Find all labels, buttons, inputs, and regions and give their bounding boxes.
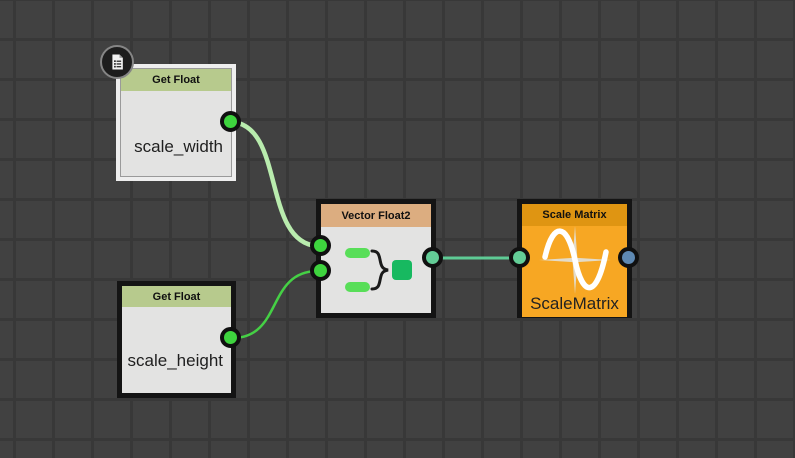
node-title: Get Float <box>152 74 200 86</box>
output-port-label: scale_width <box>134 137 223 156</box>
node-title: Vector Float2 <box>341 209 411 222</box>
node-body <box>321 227 431 313</box>
node-frame: Vector Float2 <box>321 204 431 313</box>
node-frame: Scale Matrix ScaleMatrix <box>522 204 627 317</box>
output-port-label: scale_height <box>127 351 223 370</box>
vector-float2-output-port[interactable] <box>422 247 443 268</box>
node-title: Get Float <box>152 290 201 303</box>
scale-matrix-input-port[interactable] <box>509 247 530 268</box>
node-title-bar[interactable]: Scale Matrix <box>522 204 627 226</box>
node-get-float-height[interactable]: Get Float scale_height <box>117 281 236 398</box>
node-get-float-width[interactable]: Get Float scale_width <box>116 64 236 181</box>
document-note-icon <box>112 54 123 70</box>
node-vector-float2[interactable]: Vector Float2 <box>316 199 436 318</box>
vector-float2-input-port-2[interactable] <box>310 260 331 281</box>
node-frame: Get Float scale_height <box>122 286 231 393</box>
two-floats-merge-to-vector2-icon <box>345 248 412 292</box>
node-body: scale_height <box>122 307 231 393</box>
node-title-bar[interactable]: Get Float <box>121 69 231 91</box>
node-title-bar[interactable]: Vector Float2 <box>321 204 431 227</box>
note-badge[interactable] <box>100 45 134 79</box>
sine-wave-axes-icon <box>538 226 611 294</box>
node-scale-matrix[interactable]: Scale Matrix ScaleMatrix <box>517 199 632 318</box>
wire-scale-width-to-vf2[interactable] <box>228 119 320 249</box>
scale-matrix-output-port[interactable] <box>618 247 639 268</box>
node-body: scale_width <box>121 91 231 176</box>
node-title-bar[interactable]: Get Float <box>122 286 231 307</box>
node-frame: Get Float scale_width <box>120 68 232 177</box>
node-title: Scale Matrix <box>542 209 607 221</box>
scale-height-output-port[interactable] <box>220 327 241 348</box>
wire-scale-height-to-vf2[interactable] <box>230 269 319 340</box>
node-instance-label: ScaleMatrix <box>530 294 619 313</box>
scale-width-output-port[interactable] <box>220 111 241 132</box>
vector-float2-input-port-1[interactable] <box>310 235 331 256</box>
node-body: ScaleMatrix <box>522 226 627 317</box>
